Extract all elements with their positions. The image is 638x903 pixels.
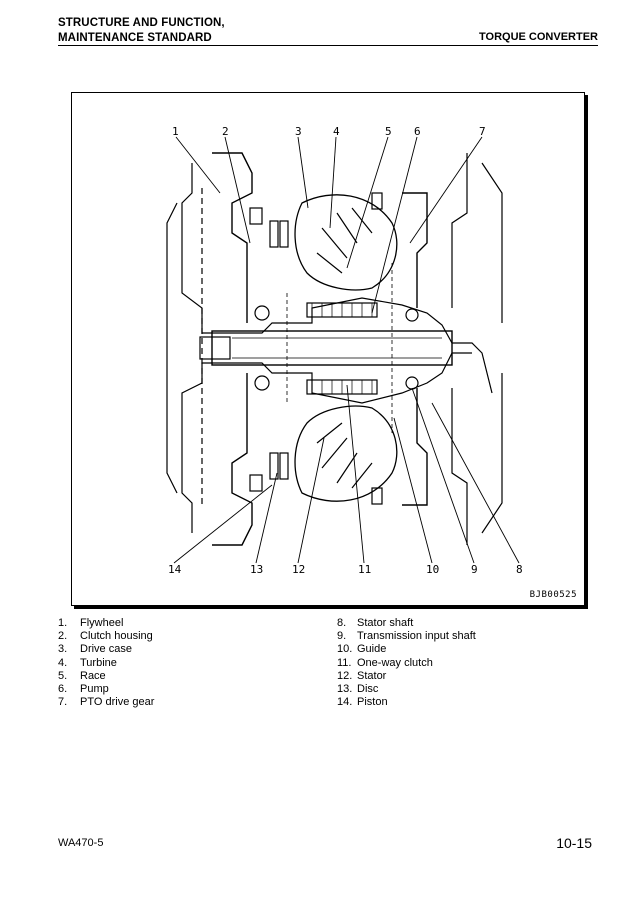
turbine-outline-bottom	[294, 405, 398, 502]
header-divider	[58, 45, 598, 46]
callout-5: 5	[385, 125, 392, 138]
torque-converter-cross-section: 1 2 3 4 5 6 7 14 13 12 11 10 9 8	[166, 125, 523, 576]
page-number: 10-15	[556, 835, 592, 851]
legend-item: 9.Transmission input shaft	[337, 630, 476, 643]
section-title: STRUCTURE AND FUNCTION, MAINTENANCE STAN…	[58, 16, 225, 46]
callout-14: 14	[168, 563, 182, 576]
section-title-line1: STRUCTURE AND FUNCTION,	[58, 17, 225, 29]
parts-legend-right: 8.Stator shaft 9.Transmission input shaf…	[337, 617, 476, 709]
legend-item: 7.PTO drive gear	[58, 696, 155, 709]
housing-outline-bottom	[181, 352, 472, 533]
callout-13: 13	[250, 563, 263, 576]
legend-item: 3.Drive case	[58, 643, 132, 656]
callout-9: 9	[471, 563, 478, 576]
torque-converter-figure: 1 2 3 4 5 6 7 14 13 12 11 10 9 8 BJB0052…	[71, 92, 585, 606]
section-title-line2: MAINTENANCE STANDARD	[58, 32, 212, 44]
callout-10: 10	[426, 563, 439, 576]
turbine-outline-top	[294, 194, 398, 291]
legend-item: 6.Pump	[58, 683, 109, 696]
legend-item: 4.Turbine	[58, 656, 117, 669]
legend-item: 13.Disc	[337, 683, 379, 696]
callout-12: 12	[292, 563, 305, 576]
figure-code: BJB00525	[529, 590, 577, 600]
model-number: WA470-5	[58, 837, 104, 849]
callout-2: 2	[222, 125, 229, 138]
callout-8: 8	[516, 563, 523, 576]
legend-item: 11.One-way clutch	[337, 656, 433, 669]
callout-4: 4	[333, 125, 340, 138]
legend-item: 8.Stator shaft	[337, 617, 414, 629]
parts-legend-left: 1.Flywheel 2.Clutch housing 3.Drive case…	[58, 617, 154, 709]
callout-3: 3	[295, 125, 302, 138]
legend-item: 12.Stator	[337, 669, 387, 682]
legend-item: 1.Flywheel	[58, 617, 124, 629]
legend-item: 2.Clutch housing	[58, 630, 153, 643]
input-shaft	[211, 330, 453, 366]
pto-gear-outline	[402, 192, 428, 308]
flywheel-outline	[212, 152, 253, 323]
legend-item: 5.Race	[58, 669, 106, 682]
callout-1: 1	[172, 125, 179, 138]
clutch-disc	[269, 452, 279, 480]
callout-7: 7	[479, 125, 486, 138]
legend-item: 10.Guide	[337, 643, 387, 656]
chapter-title: TORQUE CONVERTER	[479, 31, 598, 43]
legend-item: 14.Piston	[337, 696, 388, 709]
bearing-bottom	[254, 375, 270, 391]
callout-11: 11	[358, 563, 371, 576]
callout-6: 6	[414, 125, 421, 138]
bearing-top	[254, 305, 270, 321]
